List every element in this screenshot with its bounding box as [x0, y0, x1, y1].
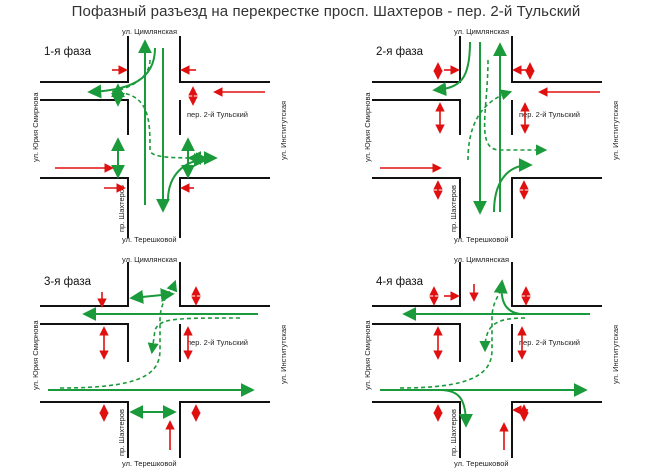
green-arrow: [167, 153, 208, 201]
phase-4-green-arrows: [380, 279, 590, 428]
phase-1-roads: [40, 36, 270, 238]
phase-3-panel: 3-я фаза ул. Цимлянская ул. Терешковой п…: [31, 255, 288, 468]
phase-4-roads: [372, 262, 602, 458]
green-dashed-arrow: [59, 279, 178, 389]
street-label-south-lane: пр. Шахтеров: [449, 409, 458, 456]
street-label-south-lane: пр. Шахтеров: [117, 185, 126, 232]
street-label-east-lane: пер. 2-й Тульский: [187, 338, 248, 347]
street-label-west: ул. Юрия Смирнова: [363, 92, 372, 162]
street-label-east: ул. Институтская: [611, 101, 620, 160]
phase-4-label: 4-я фаза: [376, 276, 424, 288]
phase-2-label: 2-я фаза: [376, 46, 424, 58]
street-label-south: ул. Терешковой: [454, 235, 509, 244]
street-label-east-lane: пер. 2-й Тульский: [187, 110, 248, 119]
street-label-south: ул. Терешковой: [454, 459, 509, 468]
green-arrow: [432, 41, 471, 97]
street-label-east: ул. Институтская: [279, 101, 288, 160]
phase-1-label: 1-я фаза: [44, 46, 92, 58]
green-arrow: [87, 47, 156, 99]
street-label-west: ул. Юрия Смирнова: [363, 320, 372, 390]
diagram-title: Пофазный разъезд на перекрестке просп. Ш…: [71, 3, 581, 20]
street-label-east-lane: пер. 2-й Тульский: [519, 110, 580, 119]
green-dashed-arrow: [399, 291, 501, 389]
green-dashed-arrow: [483, 59, 548, 156]
phase-4-panel: 4-я фаза ул. Цимлянская ул. Терешковой п…: [363, 255, 620, 468]
street-label-south: ул. Терешковой: [122, 235, 177, 244]
street-label-south-lane: пр. Шахтеров: [449, 185, 458, 232]
green-dashed-arrow: [467, 89, 513, 161]
phase-3-label: 3-я фаза: [44, 276, 92, 288]
street-label-south-lane: пр. Шахтеров: [117, 409, 126, 456]
street-label-north: ул. Цимлянская: [454, 27, 509, 36]
street-label-north: ул. Цимлянская: [454, 255, 509, 264]
street-label-west: ул. Юрия Смирнова: [31, 320, 40, 390]
phase-2-green-arrows: [432, 41, 548, 215]
green-arrow: [493, 279, 521, 315]
street-label-east: ул. Институтская: [611, 325, 620, 384]
phase-4-red-arrows: [429, 284, 531, 450]
green-arrow: [439, 389, 473, 428]
phase-1-green-arrows: [87, 39, 218, 213]
street-label-east: ул. Институтская: [279, 325, 288, 384]
green-dashed-arrow: [111, 91, 208, 164]
street-label-north: ул. Цимлянская: [122, 27, 177, 36]
phase-1-red-arrows: [55, 65, 265, 193]
phase-3-green-arrows: [48, 279, 258, 419]
phase-2-red-arrows: [380, 62, 600, 200]
green-arrow: [493, 158, 533, 213]
phase-3-red-arrows: [97, 286, 201, 450]
green-dashed-arrow: [479, 317, 526, 353]
street-label-north: ул. Цимлянская: [122, 255, 177, 264]
pedestrian-green-arrow: [129, 288, 175, 304]
street-label-south: ул. Терешковой: [122, 459, 177, 468]
phase-2-roads: [372, 36, 602, 238]
phase-3-roads: [40, 262, 270, 458]
street-label-east-lane: пер. 2-й Тульский: [519, 338, 580, 347]
phase-1-panel: 1-я фаза ул. Цимлянская ул. Терешковой п…: [31, 27, 288, 244]
street-label-west: ул. Юрия Смирнова: [31, 92, 40, 162]
phase-2-panel: 2-я фаза ул. Цимлянская ул. Терешковой п…: [363, 27, 620, 244]
